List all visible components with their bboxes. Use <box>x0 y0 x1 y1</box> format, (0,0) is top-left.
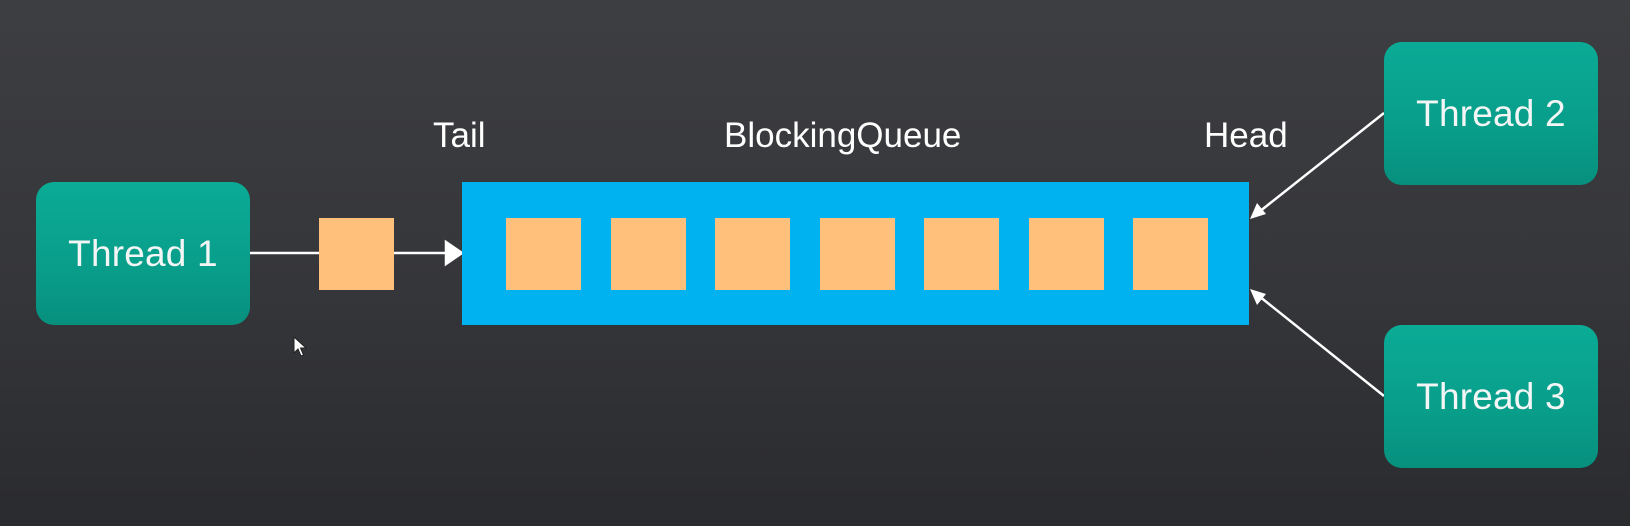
incoming-item <box>319 218 394 290</box>
thread-2-box: Thread 2 <box>1384 42 1598 185</box>
thread-3-box: Thread 3 <box>1384 325 1598 468</box>
thread-1-label: Thread 1 <box>68 232 218 274</box>
arrow-thread3-to-head <box>1253 291 1385 397</box>
blocking-queue <box>462 182 1249 325</box>
arrow-item-to-tail <box>394 239 465 267</box>
thread-1-box: Thread 1 <box>36 182 250 325</box>
queue-item <box>611 218 686 290</box>
arrow-thread2-to-head <box>1253 112 1385 217</box>
thread-2-label: Thread 2 <box>1416 92 1566 134</box>
thread-3-label: Thread 3 <box>1416 375 1566 417</box>
queue-item <box>715 218 790 290</box>
queue-item <box>506 218 581 290</box>
arrowhead-thread3 <box>1250 289 1266 305</box>
arrowhead-thread2 <box>1250 203 1266 219</box>
head-label: Head <box>1204 116 1288 155</box>
queue-item <box>1029 218 1104 290</box>
tail-label: Tail <box>433 116 486 155</box>
queue-item <box>924 218 999 290</box>
mouse-pointer-icon <box>293 336 308 357</box>
queue-item <box>820 218 895 290</box>
queue-label: BlockingQueue <box>724 116 962 155</box>
queue-item <box>1133 218 1208 290</box>
